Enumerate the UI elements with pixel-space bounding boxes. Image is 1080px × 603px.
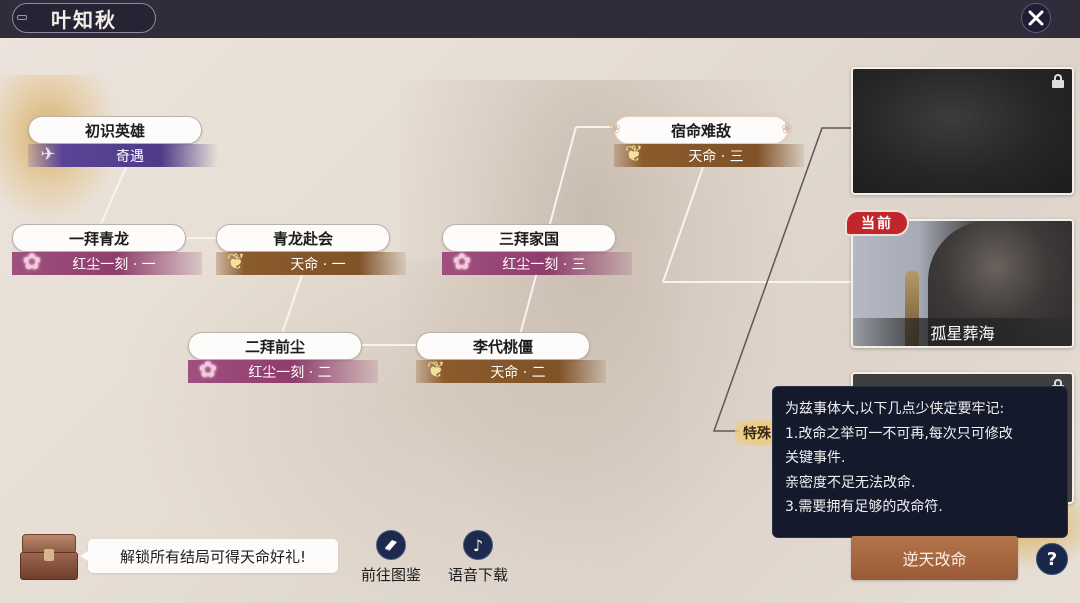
chest-clasp <box>44 549 54 561</box>
butterfly-icon: ❦ <box>624 141 644 167</box>
node-tag: ✿ 红尘一刻 · 三 <box>442 250 632 275</box>
tooltip-line: 为兹事体大,以下几点少侠定要牢记: <box>785 401 1005 417</box>
voice-download-button[interactable]: ♪ 语音下载 <box>438 530 518 586</box>
story-node-yibai-qinglong[interactable]: 一拜青龙 ✿ 红尘一刻 · 一 <box>12 224 202 278</box>
node-title: 初识英雄 <box>28 116 202 144</box>
gallery-button[interactable]: 前往图鉴 <box>351 530 431 586</box>
flower-ornament-icon: ❀ <box>781 121 793 137</box>
tooltip-line: 1.改命之举可一不可再,每次只可修改 <box>785 425 1013 442</box>
butterfly-icon: ❦ <box>426 357 446 383</box>
story-node-suming-nandi[interactable]: 宿命难敌 ❀ ❀ ❦ 天命 · 三 <box>609 116 804 170</box>
sakura-flower-icon: ✿ <box>22 249 42 275</box>
node-tag: ✿ 红尘一刻 · 一 <box>12 250 202 275</box>
node-tag-label: 红尘一刻 · 一 <box>72 256 156 273</box>
node-tag-label: 天命 · 一 <box>290 256 346 273</box>
tooltip-line: 3.需要拥有足够的改命符. <box>785 499 943 515</box>
sakura-flower-icon: ✿ <box>452 249 472 275</box>
story-node-chushi-yingxiong[interactable]: 初识英雄 ✈ 奇遇 <box>28 116 218 170</box>
node-tag: ✿ 红尘一刻 · 二 <box>188 358 378 383</box>
ending-card-locked-1[interactable] <box>851 67 1074 195</box>
story-node-sanbai-jiaguo[interactable]: 三拜家国 ✿ 红尘一刻 · 三 <box>442 224 632 278</box>
voice-download-label: 语音下载 <box>447 566 508 584</box>
node-tag: ✈ 奇遇 <box>28 144 218 167</box>
story-node-erbai-qianchen[interactable]: 二拜前尘 ✿ 红尘一刻 · 二 <box>188 332 378 386</box>
node-tag-label: 天命 · 二 <box>490 364 546 381</box>
node-title: 青龙赴会 <box>216 224 390 252</box>
story-node-lidai-taojiang[interactable]: 李代桃僵 ❦ 天命 · 二 <box>416 332 606 386</box>
node-title: 二拜前尘 <box>188 332 362 360</box>
music-note-icon: ♪ <box>463 530 493 560</box>
title-ornament-icon <box>17 15 27 20</box>
story-node-qinglong-fuhui[interactable]: 青龙赴会 ❦ 天命 · 一 <box>216 224 406 278</box>
close-button[interactable] <box>1021 3 1051 33</box>
flower-ornament-icon: ❀ <box>609 121 621 137</box>
node-title: 一拜青龙 <box>12 224 186 252</box>
lock-icon <box>1051 74 1065 88</box>
node-tag-label: 红尘一刻 · 二 <box>248 364 332 381</box>
character-name: 叶知秋 <box>51 7 117 32</box>
node-title: 宿命难敌 <box>614 116 788 144</box>
ending-card-current[interactable]: 孤星葬海 <box>851 219 1074 348</box>
ending-caption: 孤星葬海 <box>853 318 1072 346</box>
tooltip-line: 亲密度不足无法改命. <box>785 474 916 491</box>
question-mark-icon: ? <box>1046 548 1058 570</box>
node-tag-label: 奇遇 <box>116 148 144 165</box>
current-badge: 当前 <box>845 210 909 236</box>
tooltip-line: 关键事件. <box>785 450 846 466</box>
node-tag: ❦ 天命 · 二 <box>416 358 606 383</box>
node-tag: ❦ 天命 · 三 <box>614 142 804 167</box>
rules-tooltip: 为兹事体大,以下几点少侠定要牢记: 1.改命之举可一不可再,每次只可修改 关键事… <box>772 386 1068 538</box>
reward-hint-bubble: 解锁所有结局可得天命好礼! <box>80 539 338 573</box>
change-fate-button[interactable]: 逆天改命 <box>851 536 1018 580</box>
character-title: 叶知秋 <box>12 3 156 33</box>
node-tag-label: 红尘一刻 · 三 <box>502 256 586 273</box>
sakura-flower-icon: ✿ <box>198 357 218 383</box>
gallery-label: 前往图鉴 <box>360 566 421 584</box>
top-bar: 叶知秋 <box>0 0 1080 38</box>
reward-chest-button[interactable] <box>18 534 80 582</box>
butterfly-icon: ❦ <box>226 249 246 275</box>
close-icon <box>1028 10 1044 26</box>
book-icon <box>376 530 406 560</box>
node-title: 李代桃僵 <box>416 332 590 360</box>
node-tag-label: 天命 · 三 <box>688 148 744 165</box>
node-title: 三拜家国 <box>442 224 616 252</box>
paper-crane-icon: ✈ <box>40 143 56 165</box>
node-tag: ❦ 天命 · 一 <box>216 250 406 275</box>
help-button[interactable]: ? <box>1036 543 1068 575</box>
